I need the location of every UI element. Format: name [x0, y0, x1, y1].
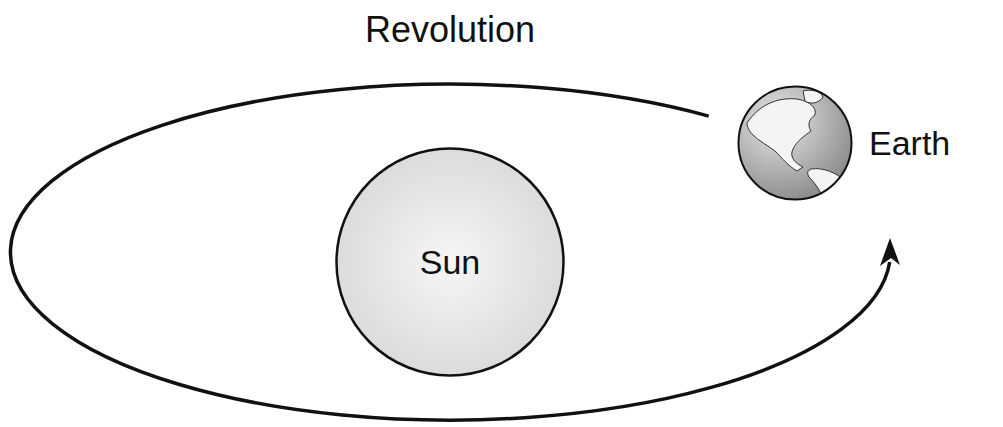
south-america: [808, 169, 846, 205]
globe-ocean: [739, 87, 852, 200]
orbit-arrowhead: [880, 238, 900, 266]
orbit-path: [10, 84, 889, 420]
sun-label: Sun: [420, 245, 481, 279]
sun-circle: Sun: [335, 147, 565, 377]
globe-outline: [739, 87, 852, 200]
diagram-title: Revolution: [365, 12, 535, 48]
earth-label: Earth: [869, 126, 950, 160]
earth-globe: Earth: [737, 85, 952, 201]
north-america: [747, 99, 815, 171]
globe-shape: [737, 85, 853, 201]
sun-disc: [337, 149, 564, 376]
